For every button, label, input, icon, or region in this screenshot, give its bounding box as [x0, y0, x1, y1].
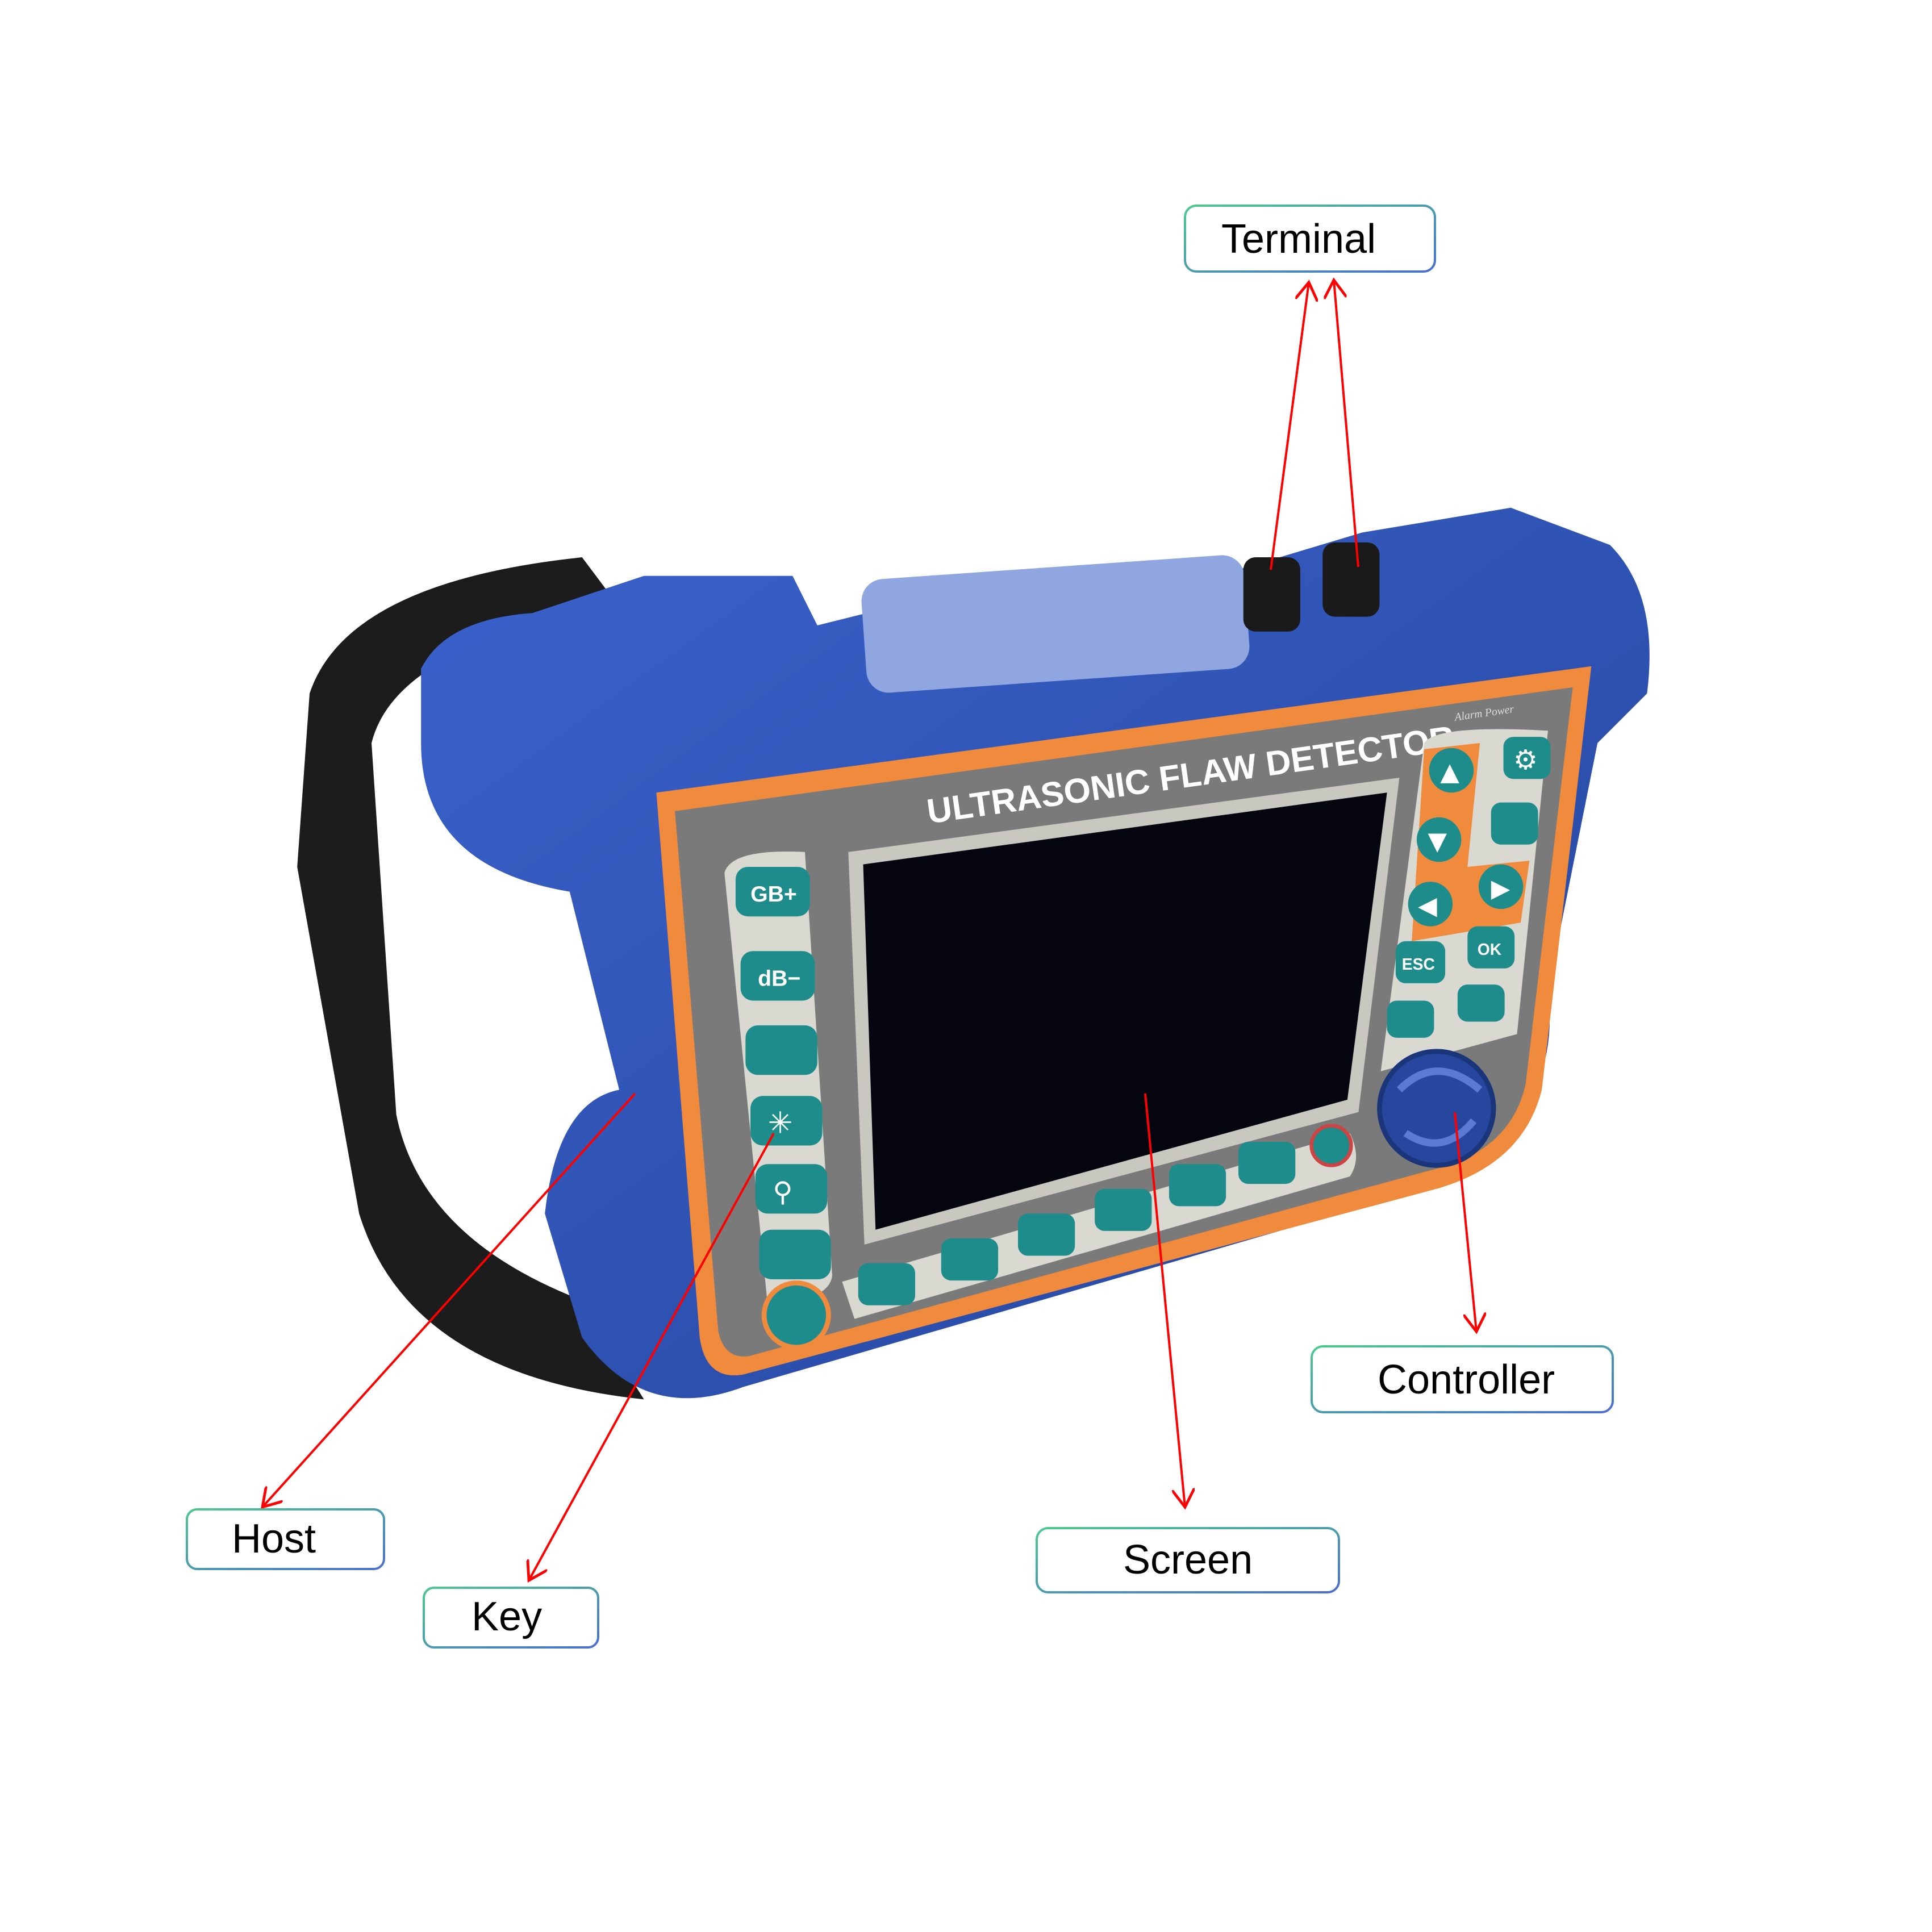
callout-terminal-label: Terminal — [1221, 216, 1376, 262]
down-arrow-icon: ▼ — [1428, 827, 1447, 856]
gear-icon: ⚙ — [1513, 744, 1538, 776]
left-arrow-key[interactable] — [1408, 882, 1453, 927]
ok-key[interactable] — [1467, 926, 1515, 969]
gain-up-key-label: GB+ — [750, 882, 797, 907]
left-arrow-icon: ◀ — [1418, 892, 1437, 920]
callout-key: Key — [423, 1587, 599, 1649]
callout-controller-label: Controller — [1378, 1357, 1555, 1403]
gain-up-key[interactable] — [735, 867, 810, 917]
left-keys: GB+ dB− ✳ ⚲ — [735, 867, 831, 1350]
callout-screen-label: Screen — [1123, 1537, 1253, 1583]
up-arrow-icon: ▲ — [1440, 758, 1459, 786]
knob-grip — [1396, 1067, 1483, 1147]
settings-key[interactable] — [1503, 737, 1551, 779]
function-key[interactable] — [1387, 1000, 1434, 1038]
function-key[interactable] — [1238, 1141, 1296, 1184]
callout-key-label: Key — [471, 1594, 542, 1639]
callout-host: Host — [186, 1508, 385, 1570]
terminal-connectors — [1243, 542, 1380, 632]
envelope-key[interactable] — [759, 1229, 831, 1279]
freeze-key[interactable] — [750, 1096, 823, 1146]
power-key[interactable] — [761, 1280, 831, 1350]
bottom-keys — [858, 1124, 1353, 1305]
gain-down-key-label: dB− — [758, 966, 800, 991]
escape-key[interactable] — [1395, 941, 1446, 983]
callout-arrows — [262, 280, 1476, 1580]
right-arrow-icon: ▶ — [1491, 874, 1510, 903]
function-key[interactable] — [941, 1238, 999, 1281]
right-keys: ▲ ▼ ◀ ▶ ⚙ ESC OK — [1387, 737, 1551, 1038]
flaw-detector-device: ULTRASONIC FLAW DETECTOR Alarm Power GB+… — [297, 507, 1650, 1400]
escape-key-label: ESC — [1402, 955, 1435, 974]
function-key[interactable] — [1169, 1164, 1226, 1207]
file-key[interactable] — [1491, 802, 1538, 845]
function-key[interactable] — [1457, 984, 1505, 1022]
terminal-connector — [1243, 557, 1300, 632]
function-key[interactable] — [1017, 1213, 1075, 1256]
ok-key-label: OK — [1478, 941, 1502, 959]
function-key[interactable] — [858, 1263, 916, 1305]
callout-screen: Screen — [1036, 1527, 1340, 1593]
key-arrow — [529, 1133, 775, 1580]
gate-key[interactable] — [745, 1025, 817, 1075]
callout-host-label: Host — [232, 1516, 316, 1562]
down-arrow-key[interactable] — [1416, 817, 1462, 862]
terminal-connector — [1322, 542, 1380, 617]
right-arrow-key[interactable] — [1478, 864, 1524, 909]
zoom-key[interactable] — [755, 1164, 828, 1214]
hand-strap — [297, 557, 644, 1400]
callout-controller: Controller — [1311, 1345, 1614, 1413]
controller-arrow — [1454, 1112, 1476, 1332]
terminal-arrow — [1270, 282, 1309, 570]
magnifier-icon: ⚲ — [773, 1176, 792, 1208]
screen-arrow — [1144, 1093, 1185, 1507]
callout-terminal: Terminal — [1184, 205, 1436, 273]
terminal-arrow — [1334, 280, 1359, 568]
record-key[interactable] — [1309, 1124, 1353, 1167]
gain-down-key[interactable] — [740, 951, 815, 1001]
up-arrow-key[interactable] — [1429, 748, 1474, 793]
host-arrow — [262, 1092, 636, 1507]
function-key[interactable] — [1095, 1188, 1152, 1231]
top-cover — [861, 555, 1250, 693]
screen — [863, 792, 1387, 1230]
